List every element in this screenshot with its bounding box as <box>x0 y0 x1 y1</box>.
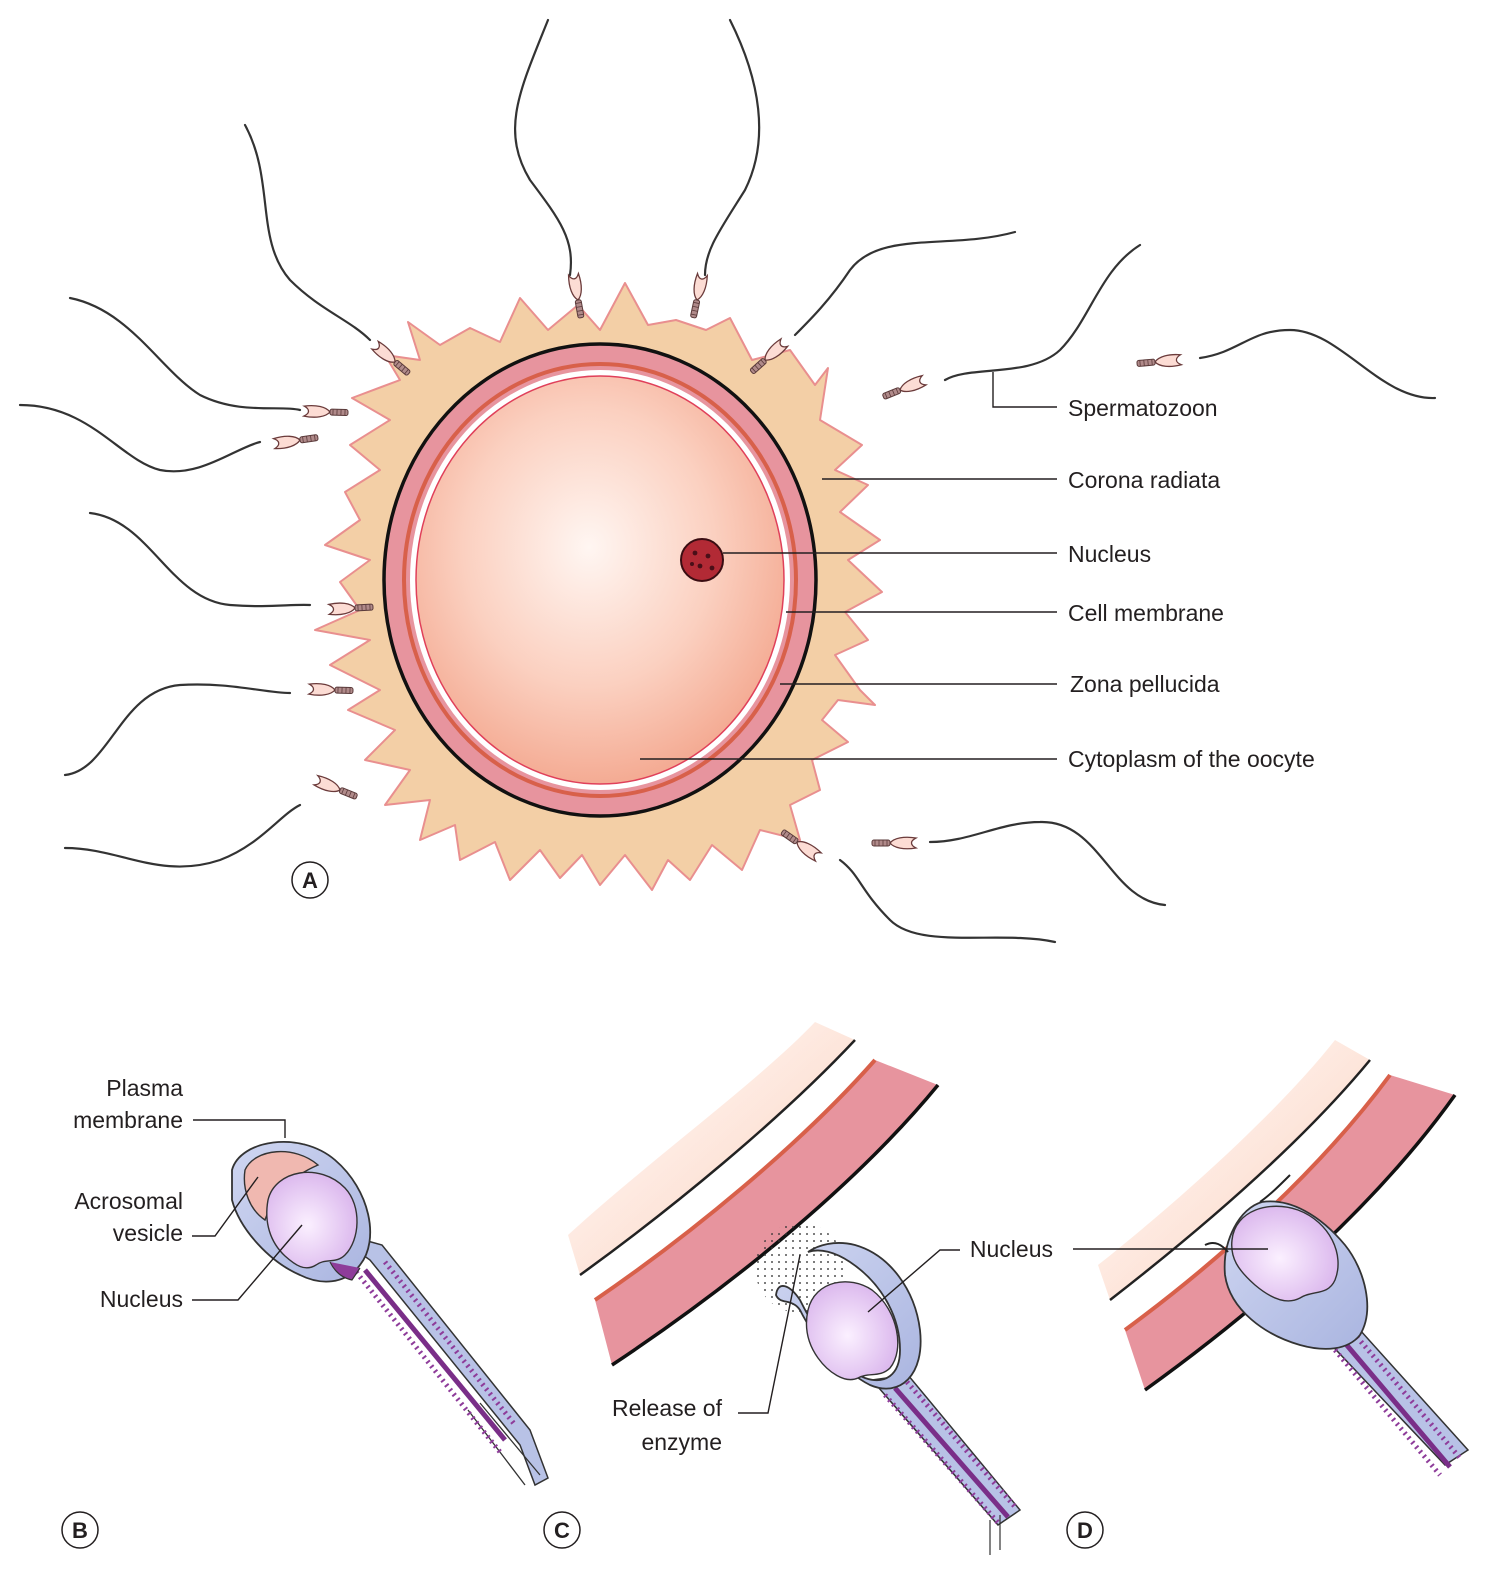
label-release-2: enzyme <box>641 1429 722 1455</box>
panel-d: Nucleus D <box>970 1040 1470 1549</box>
label-plasma-1: Plasma <box>106 1075 183 1101</box>
cytoplasm-d <box>1098 1040 1370 1300</box>
label-cytoplasm: Cytoplasm of the oocyte <box>1068 746 1315 772</box>
label-acrosomal-1: Acrosomal <box>74 1188 183 1214</box>
label-spermatozoon: Spermatozoon <box>1068 395 1218 421</box>
perivitelline-line <box>402 362 798 798</box>
panel-b-letter: B <box>72 1518 88 1543</box>
label-acrosomal-2: vesicle <box>113 1220 183 1246</box>
label-plasma-2: membrane <box>73 1107 183 1133</box>
panel-a-letter: A <box>302 868 318 893</box>
label-nucleus-b: Nucleus <box>100 1286 183 1312</box>
panel-b: Plasma membrane Acrosomal vesicle Nucleu… <box>61 1075 549 1549</box>
label-zona-pellucida: Zona pellucida <box>1070 671 1220 697</box>
panel-c-letter: C <box>554 1518 570 1543</box>
label-corona-radiata: Corona radiata <box>1068 467 1220 493</box>
sperm-nucleus-d <box>1231 1205 1339 1302</box>
sperm-flagellum-c <box>870 1374 1022 1555</box>
sperm-group <box>18 18 1437 944</box>
panel-a-badge <box>291 861 329 899</box>
panel-a: Spermatozoon Corona radiata Nucleus Cell… <box>18 18 1437 944</box>
sperm-nucleus-b <box>266 1171 358 1269</box>
panel-d-letter: D <box>1077 1518 1093 1543</box>
label-nucleus-a: Nucleus <box>1068 541 1151 567</box>
label-nucleus-d: Nucleus <box>970 1236 1053 1262</box>
cytoplasm <box>415 375 785 785</box>
cytoplasm-c <box>568 1022 855 1275</box>
label-cell-membrane: Cell membrane <box>1068 600 1224 626</box>
panel-d-badge <box>1066 1511 1104 1549</box>
panel-c: Release of enzyme C <box>543 1022 1022 1555</box>
leaders-b <box>192 1119 303 1301</box>
sperm-flagellum-b <box>327 1229 549 1487</box>
sperm-flagellum-d <box>1320 1329 1470 1477</box>
label-release-1: Release of <box>612 1395 723 1421</box>
panel-c-badge <box>543 1511 581 1549</box>
panel-b-badge <box>61 1511 99 1549</box>
oocyte-nucleus <box>680 538 724 582</box>
zona-c <box>595 1060 938 1365</box>
leaders-a <box>640 372 1057 760</box>
leaders-c <box>738 1249 960 1414</box>
